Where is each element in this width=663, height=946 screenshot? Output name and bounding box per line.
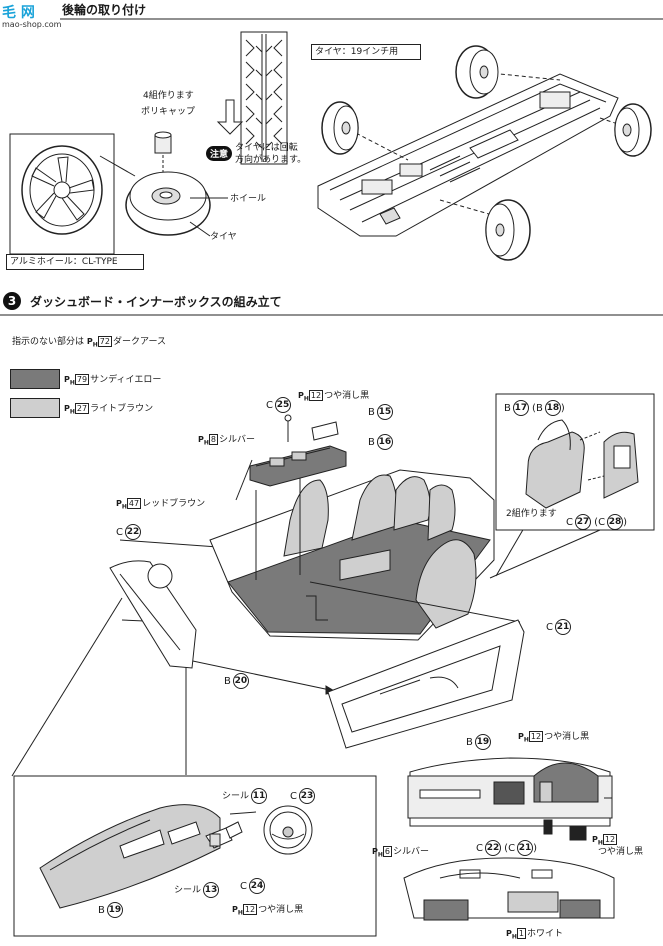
ph-mark: PH	[86, 337, 98, 349]
step3-title: ダッシュボード・インナーボックスの組み立て	[30, 295, 282, 309]
polycap-count-label: 4組作ります	[143, 91, 194, 101]
rotation-arrow	[216, 99, 244, 135]
default-note-color: ダークアース	[112, 337, 166, 347]
rear-panel-illustration	[403, 857, 615, 921]
tire-size-box: タイヤ：19インチ用	[311, 44, 421, 60]
tire-size-label: タイヤ：19インチ用	[315, 47, 399, 57]
watermark-logo-glyphs: 毛 网	[2, 5, 35, 21]
center-console-illustration	[249, 414, 347, 487]
seat-detail-illustration	[525, 419, 639, 509]
legend-swatch-sandy-yellow	[10, 369, 60, 389]
legend-swatch-light-brown	[10, 398, 60, 418]
tire-tread-illustration	[240, 31, 288, 165]
chassis-tires	[321, 45, 652, 261]
polycap-label: ポリキャップ	[141, 107, 196, 117]
interior-tub-illustration	[209, 469, 521, 641]
door-panel-illustration	[327, 619, 525, 749]
seat-two-sets-label: 2組作ります	[506, 509, 557, 519]
dashboard-side-panel-illustration	[109, 560, 197, 669]
dashboard-front-illustration	[407, 757, 613, 841]
watermark-logo: 毛 网	[2, 2, 35, 22]
legend-num-1: 79	[74, 374, 90, 385]
tire-polycap-illustration	[125, 131, 228, 237]
dashboard-detail-illustration	[39, 804, 313, 909]
legend-name-2: ライトブラウン	[90, 404, 154, 414]
ph-letter: P	[86, 337, 93, 346]
tire-label: タイヤ	[210, 232, 237, 242]
caution-badge: 注意	[206, 146, 233, 161]
legend-name-1: サンディイエロー	[90, 375, 162, 385]
legend-num-2: 27	[74, 403, 90, 414]
step3-number: 3	[3, 292, 21, 310]
step2-title: 後輪の取り付け	[62, 3, 147, 17]
default-note-num: 72	[97, 336, 112, 347]
wheel-type-label: アルミホイール：CL-TYPE	[10, 257, 118, 267]
caution-line2: 方向があります。	[235, 155, 307, 165]
part-label-matte-right2: つや消し黒	[598, 847, 644, 857]
wheel-type-box: アルミホイール：CL-TYPE	[6, 254, 144, 270]
wheel-illustration	[9, 133, 136, 255]
default-note-prefix: 指示のない部分は	[12, 337, 85, 347]
watermark-site: mao-shop.com	[2, 20, 62, 29]
wheel-label: ホイール	[230, 194, 267, 204]
caution-line1: タイヤには回転	[235, 143, 298, 153]
